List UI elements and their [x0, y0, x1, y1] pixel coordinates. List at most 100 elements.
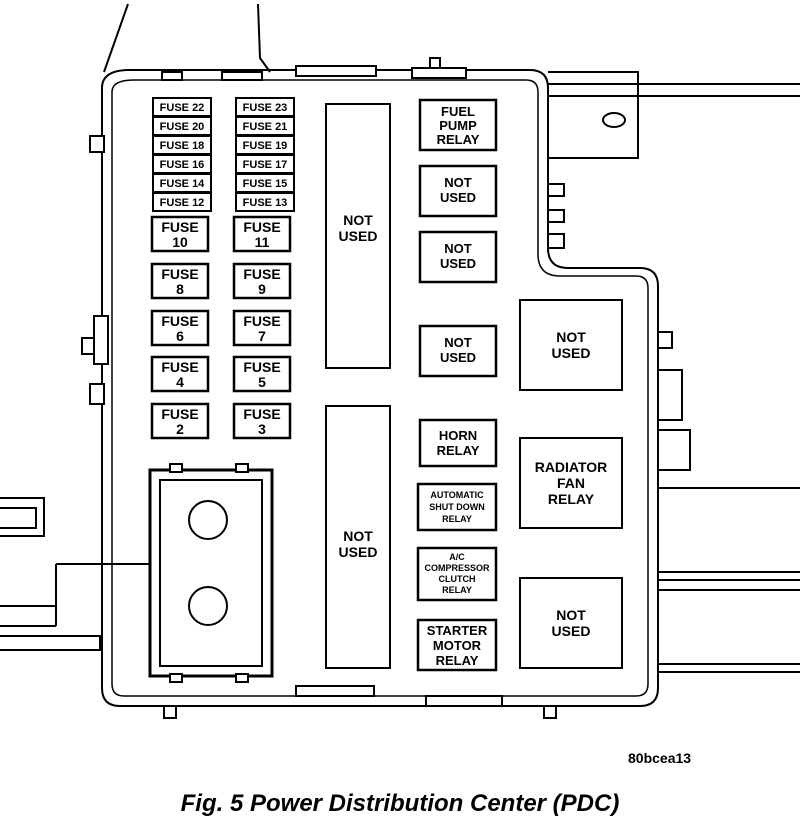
fuse-number: 5 [258, 374, 266, 390]
relay-not-used: NOT USED [418, 164, 498, 218]
cable-line [103, 3, 129, 73]
relay-line: FAN [557, 475, 585, 491]
relay-not-used: NOT USED [418, 324, 498, 378]
wire-line [0, 497, 45, 537]
tall-block-line2: USED [339, 228, 378, 244]
small-fuse-label: FUSE 20 [160, 121, 205, 133]
relay-line: RADIATOR [535, 459, 608, 475]
mount-tab [429, 57, 441, 69]
small-fuse: FUSE 13 [235, 192, 295, 212]
small-fuse-label: FUSE 19 [243, 140, 288, 152]
terminal-block-inner [159, 479, 263, 667]
small-fuse: FUSE 22 [152, 97, 212, 117]
relay-not-used: NOT USED [418, 230, 498, 284]
figure-reference-code: 80bcea13 [628, 750, 692, 766]
fuse-number: 11 [255, 234, 270, 250]
wire-line [55, 563, 150, 626]
fuse-label: FUSE [243, 359, 280, 375]
mount-tab [81, 337, 95, 355]
fuse-label: FUSE [161, 266, 198, 282]
tall-block: NOT USED [325, 405, 391, 669]
fuse-label: FUSE [243, 219, 280, 235]
wire-line [658, 429, 691, 471]
small-fuse-label: FUSE 21 [243, 121, 288, 133]
relay-line: USED [440, 190, 476, 205]
figure-caption: Fig. 5 Power Distribution Center (PDC) [180, 790, 620, 817]
small-fuse-column-right: FUSE 23 FUSE 21 FUSE 19 FUSE 17 FUSE 15 … [235, 97, 295, 212]
relay-line: RELAY [436, 653, 479, 668]
small-fuse-label: FUSE 17 [243, 159, 288, 171]
small-fuse: FUSE 20 [152, 116, 212, 136]
relay-line: RELAY [437, 443, 480, 458]
relay-line: CLUTCH [439, 574, 476, 584]
housing-outline [101, 69, 659, 707]
terminal-stud [188, 500, 228, 540]
mount-tab [93, 315, 109, 365]
small-fuse-label: FUSE 13 [243, 197, 288, 209]
fuse-number: 3 [258, 421, 266, 437]
small-fuse: FUSE 19 [235, 135, 295, 155]
fuse-number: 2 [176, 421, 184, 437]
relay-line: NOT [444, 335, 472, 350]
cable-line [257, 3, 271, 73]
fuse-label: FUSE [243, 313, 280, 329]
small-fuse: FUSE 17 [235, 154, 295, 174]
mount-tab [657, 369, 683, 421]
wire-line [0, 507, 37, 529]
fuse-number: 7 [258, 328, 266, 344]
fuse-label: FUSE [161, 359, 198, 375]
mount-hole [602, 112, 626, 128]
wire-line [0, 605, 56, 627]
relay-automatic-shut-down: AUTOMATIC SHUT DOWN RELAY [416, 482, 498, 532]
small-fuse: FUSE 23 [235, 97, 295, 117]
relay-starter-motor: STARTER MOTOR RELAY [416, 618, 498, 672]
small-fuse-label: FUSE 23 [243, 102, 288, 114]
mount-tab [547, 233, 565, 249]
relay-not-used-large: NOT USED [519, 299, 623, 391]
wire-line [658, 663, 800, 673]
mount-tab [543, 705, 557, 719]
relay-not-used-large: NOT USED [519, 577, 623, 669]
terminal-clip [169, 463, 183, 473]
small-fuse-label: FUSE 18 [160, 140, 205, 152]
wire-line [658, 571, 800, 591]
relay-line: STARTER [427, 623, 488, 638]
relay-line: NOT [556, 329, 586, 345]
relay-line: A/C [449, 552, 465, 562]
relay-line: NOT [444, 241, 472, 256]
relay-ac-compressor-clutch: A/C COMPRESSOR CLUTCH RELAY [416, 546, 498, 602]
mount-tab [89, 135, 105, 153]
wire-line [0, 635, 101, 651]
fuse-number: 6 [176, 328, 184, 344]
tall-block-line1: NOT [343, 212, 373, 228]
mount-tab [411, 67, 467, 79]
relay-line: NOT [556, 607, 586, 623]
small-fuse: FUSE 12 [152, 192, 212, 212]
mount-tab [547, 209, 565, 223]
relay-line: RELAY [442, 585, 472, 595]
fuse-label: FUSE [161, 219, 198, 235]
fuse-label: FUSE [243, 406, 280, 422]
terminal-clip [169, 673, 183, 683]
mount-tab [89, 383, 105, 405]
mount-tab [221, 71, 263, 81]
terminal-clip [235, 463, 249, 473]
relay-line: RELAY [548, 491, 595, 507]
small-fuse-label: FUSE 22 [160, 102, 205, 114]
fuse-label: FUSE [161, 406, 198, 422]
small-fuse-label: FUSE 16 [160, 159, 205, 171]
relay-line: USED [552, 345, 591, 361]
fuse-number: 9 [258, 281, 266, 297]
mount-tab [163, 705, 177, 719]
relay-line: SHUT DOWN [429, 502, 485, 512]
relay-radiator-fan: RADIATOR FAN RELAY [519, 437, 623, 529]
relay-fuel-pump: FUEL PUMP RELAY [418, 98, 498, 152]
